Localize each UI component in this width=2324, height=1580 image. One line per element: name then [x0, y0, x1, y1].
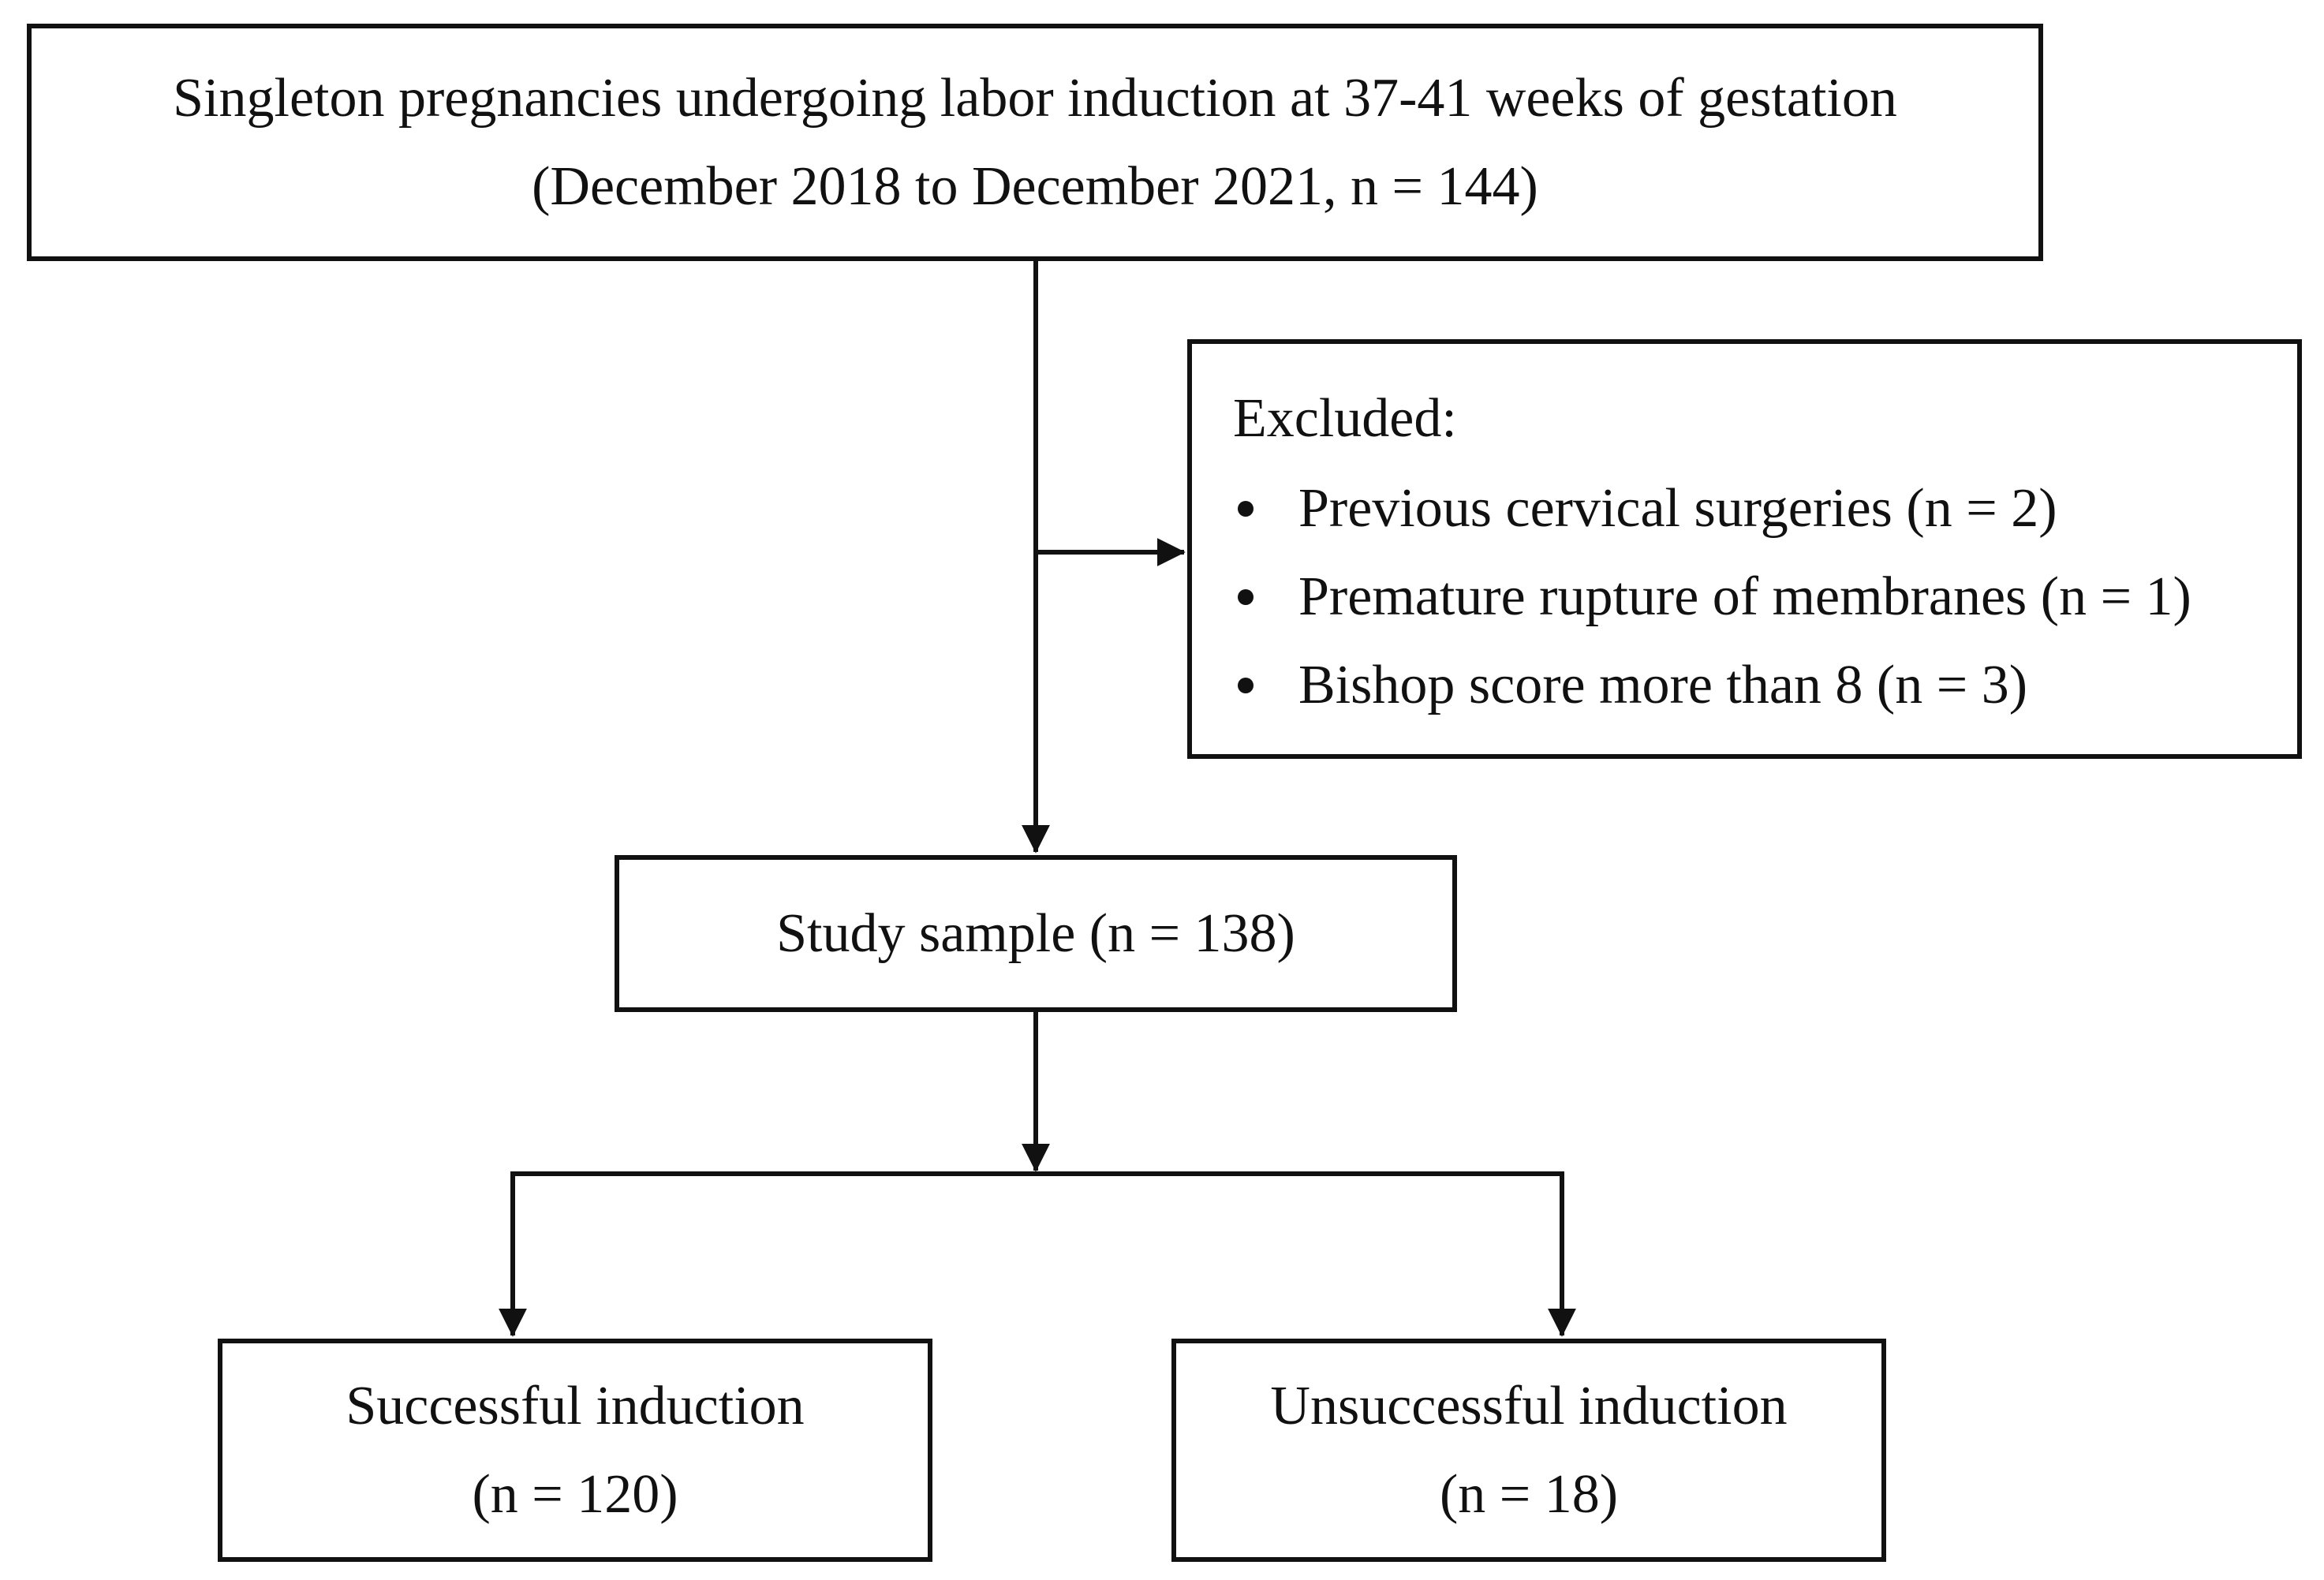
excluded-heading: Excluded:: [1233, 388, 1457, 449]
bullet-icon: [1238, 501, 1254, 517]
split-bar: [510, 1171, 1564, 1335]
bullet-icon: [1238, 589, 1254, 605]
unsuccessful-induction-box: Unsuccessful induction (n = 18): [1171, 1339, 1886, 1562]
bullet-icon: [1238, 678, 1254, 693]
excluded-item-label: Premature rupture of membranes (n = 1): [1298, 566, 2191, 627]
eligible-population-line1: Singleton pregnancies undergoing labor i…: [173, 67, 1897, 129]
study-sample-label: Study sample (n = 138): [776, 902, 1295, 964]
excluded-item: Premature rupture of membranes (n = 1): [1192, 553, 2191, 641]
excluded-item-label: Bishop score more than 8 (n = 3): [1298, 655, 2028, 715]
successful-induction-count: (n = 120): [472, 1463, 678, 1525]
excluded-item-label: Previous cervical surgeries (n = 2): [1298, 478, 2057, 539]
excluded-item: Bishop score more than 8 (n = 3): [1192, 641, 2191, 730]
eligible-population-box: Singleton pregnancies undergoing labor i…: [27, 24, 2043, 261]
successful-induction-label: Successful induction: [346, 1375, 805, 1436]
excluded-list: Previous cervical surgeries (n = 2) Prem…: [1192, 465, 2191, 730]
unsuccessful-induction-label: Unsuccessful induction: [1270, 1375, 1788, 1436]
study-sample-box: Study sample (n = 138): [615, 855, 1457, 1012]
excluded-item: Previous cervical surgeries (n = 2): [1192, 465, 2191, 553]
eligible-population-line2: (December 2018 to December 2021, n = 144…: [532, 155, 1538, 217]
successful-induction-box: Successful induction (n = 120): [218, 1339, 932, 1562]
unsuccessful-induction-count: (n = 18): [1439, 1463, 1619, 1525]
excluded-box: Excluded: Previous cervical surgeries (n…: [1187, 339, 2302, 759]
